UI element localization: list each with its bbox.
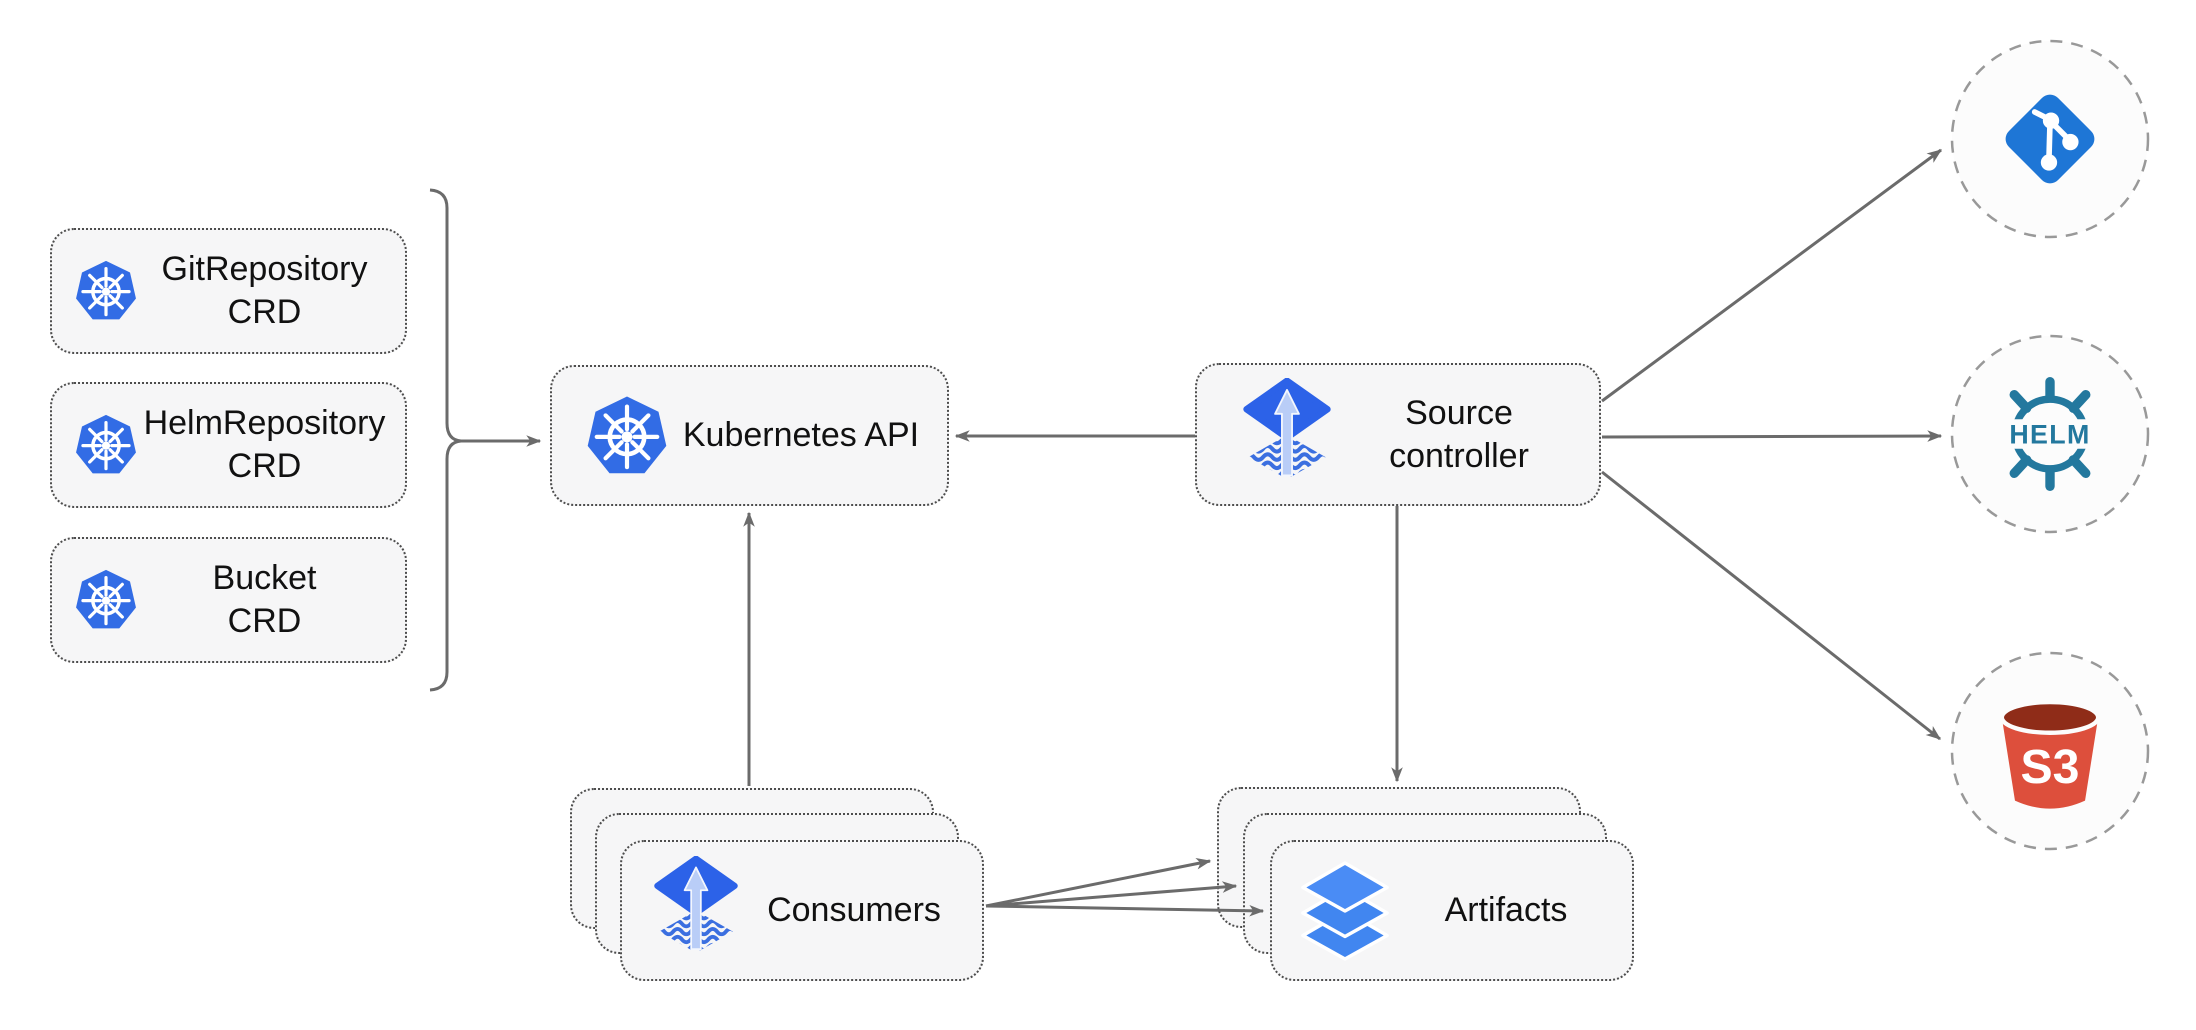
connector-source-controller-to-s3 xyxy=(1601,470,1942,741)
kubernetes-icon xyxy=(585,394,669,478)
kubernetes-icon xyxy=(74,259,138,323)
node-label: Kubernetes API xyxy=(682,416,920,454)
crds-brace xyxy=(429,188,462,692)
consumers-label: Consumers xyxy=(740,889,982,932)
artifacts-label: Artifacts xyxy=(1394,889,1632,932)
kubernetes-icon xyxy=(74,413,138,477)
gitrepository-crd-node: GitRepository CRD xyxy=(50,228,407,354)
flux-icon xyxy=(652,856,740,965)
s3-bucket-icon xyxy=(1977,678,2123,824)
s3-source-node xyxy=(1950,651,2150,851)
connector-source-controller-to-helm xyxy=(1601,430,1943,442)
artifacts-node: Artifacts xyxy=(1270,840,1634,981)
node-label-line1: HelmRepository xyxy=(143,404,386,442)
node-label-line1: Source xyxy=(1405,393,1513,432)
connector-consumers-to-artifacts-2 xyxy=(985,881,1238,908)
helmrepository-crd-node: HelmRepository CRD xyxy=(50,382,407,508)
bucket-crd-node: Bucket CRD xyxy=(50,537,407,663)
helm-icon xyxy=(1983,367,2117,501)
git-source-node xyxy=(1950,39,2150,239)
source-controller-node: Source controller xyxy=(1195,363,1601,506)
helm-source-node xyxy=(1950,334,2150,534)
bucket-crd-label: Bucket CRD xyxy=(138,557,405,643)
source-controller-label: Source controller xyxy=(1333,392,1599,478)
gitrepository-crd-label: GitRepository CRD xyxy=(138,248,405,334)
git-icon xyxy=(1999,88,2101,190)
consumers-node: Consumers xyxy=(620,840,984,981)
kubernetes-api-node: Kubernetes API xyxy=(550,365,949,506)
layers-icon xyxy=(1296,860,1394,962)
connector-consumers-to-artifacts-1 xyxy=(985,858,1212,908)
node-label-line2: CRD xyxy=(227,293,302,331)
connector-source-controller-to-git xyxy=(1601,148,1943,403)
node-label-line2: controller xyxy=(1389,436,1529,475)
node-label-line2: CRD xyxy=(227,602,302,640)
node-label-line2: CRD xyxy=(227,447,302,485)
kubernetes-api-label: Kubernetes API xyxy=(669,414,947,457)
kubernetes-icon xyxy=(74,568,138,632)
helmrepository-crd-label: HelmRepository CRD xyxy=(138,402,405,488)
node-label: Artifacts xyxy=(1444,891,1568,929)
flux-icon xyxy=(1241,378,1333,492)
node-label-line1: Bucket xyxy=(212,559,317,597)
node-label: Consumers xyxy=(767,891,941,929)
node-label-line1: GitRepository xyxy=(161,250,368,288)
